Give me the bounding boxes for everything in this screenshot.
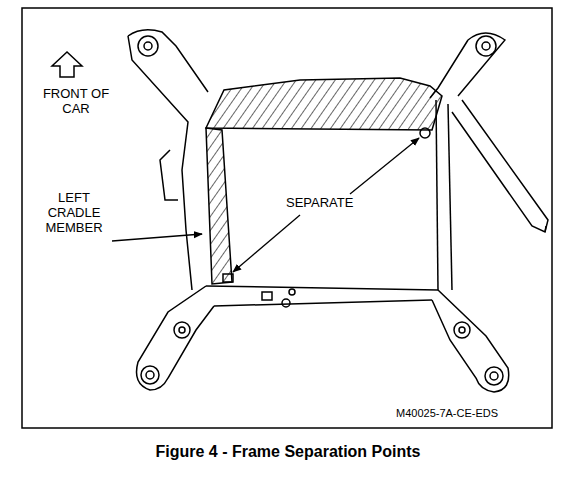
front-crossmember (206, 78, 442, 130)
left-cradle-member (206, 128, 232, 284)
part-label: LEFT CRADLE MEMBER (42, 190, 106, 235)
leader-lines (112, 138, 419, 272)
drawing-code: M40025-7A-CE-EDS (396, 406, 536, 421)
cradle-frame (128, 30, 548, 392)
border (22, 8, 552, 428)
part-label: FRONT OF CAR (38, 86, 114, 116)
front-arrow (52, 52, 82, 77)
part-label: SEPARATE (286, 195, 366, 210)
figure-caption: Figure 4 - Frame Separation Points (0, 443, 576, 461)
